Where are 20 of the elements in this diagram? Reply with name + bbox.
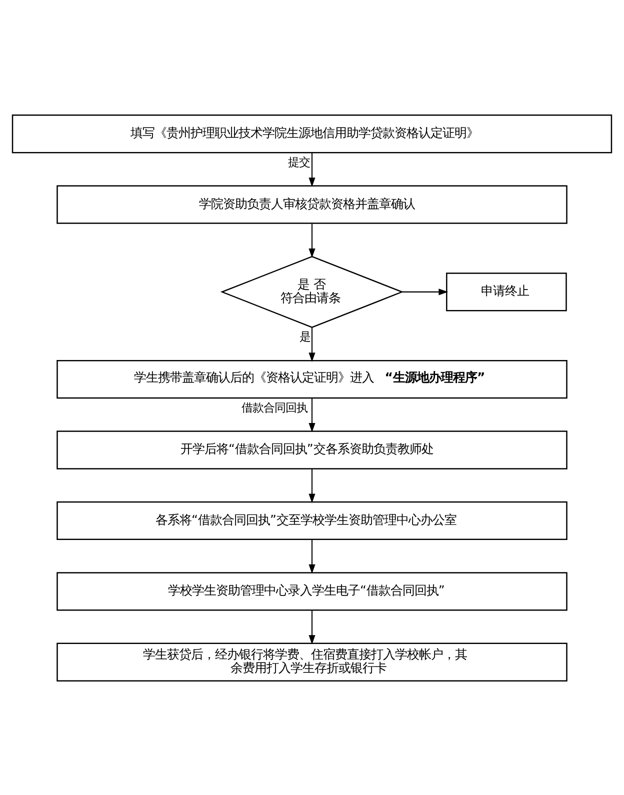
- arrow: [308, 468, 316, 503]
- node-box: 申请终止: [446, 272, 567, 311]
- arrow: [308, 223, 316, 258]
- node-diamond: 是 否 符合由请条: [220, 255, 404, 328]
- node-box: 学院资助负责人审核贷款资格并盖章确认: [56, 184, 568, 224]
- arrow: [308, 327, 316, 362]
- arrow: [308, 539, 316, 574]
- node-box: 各系将“借款合同回执”交至学校学生资助管理中心办公室: [56, 500, 568, 540]
- node-box: 学生携带盖章确认后的《资格认定证明》进入“生源地办理程序”: [56, 359, 568, 398]
- arrow: [402, 288, 448, 295]
- edge-label: 提交: [288, 154, 310, 168]
- arrow: [308, 152, 316, 186]
- node-box: 开学后将“借款合同回执”交各系资助负责教师处: [56, 430, 568, 469]
- node-box: 学校学生资助管理中心录入学生电子“借款合同回执”: [56, 572, 568, 610]
- edge-label: 是: [300, 329, 311, 344]
- edge-label: 借款合同回执: [241, 400, 308, 414]
- node-box: 学生获贷后，经办银行将学费、住宿费直接打入学校帐户，其余费用打入学生存折或银行卡: [56, 642, 568, 681]
- node-box: 填写《贵州护理职业技术学院生源地信用助学贷款资格认定证明》: [12, 114, 612, 153]
- arrow: [308, 398, 316, 432]
- arrow: [308, 610, 316, 644]
